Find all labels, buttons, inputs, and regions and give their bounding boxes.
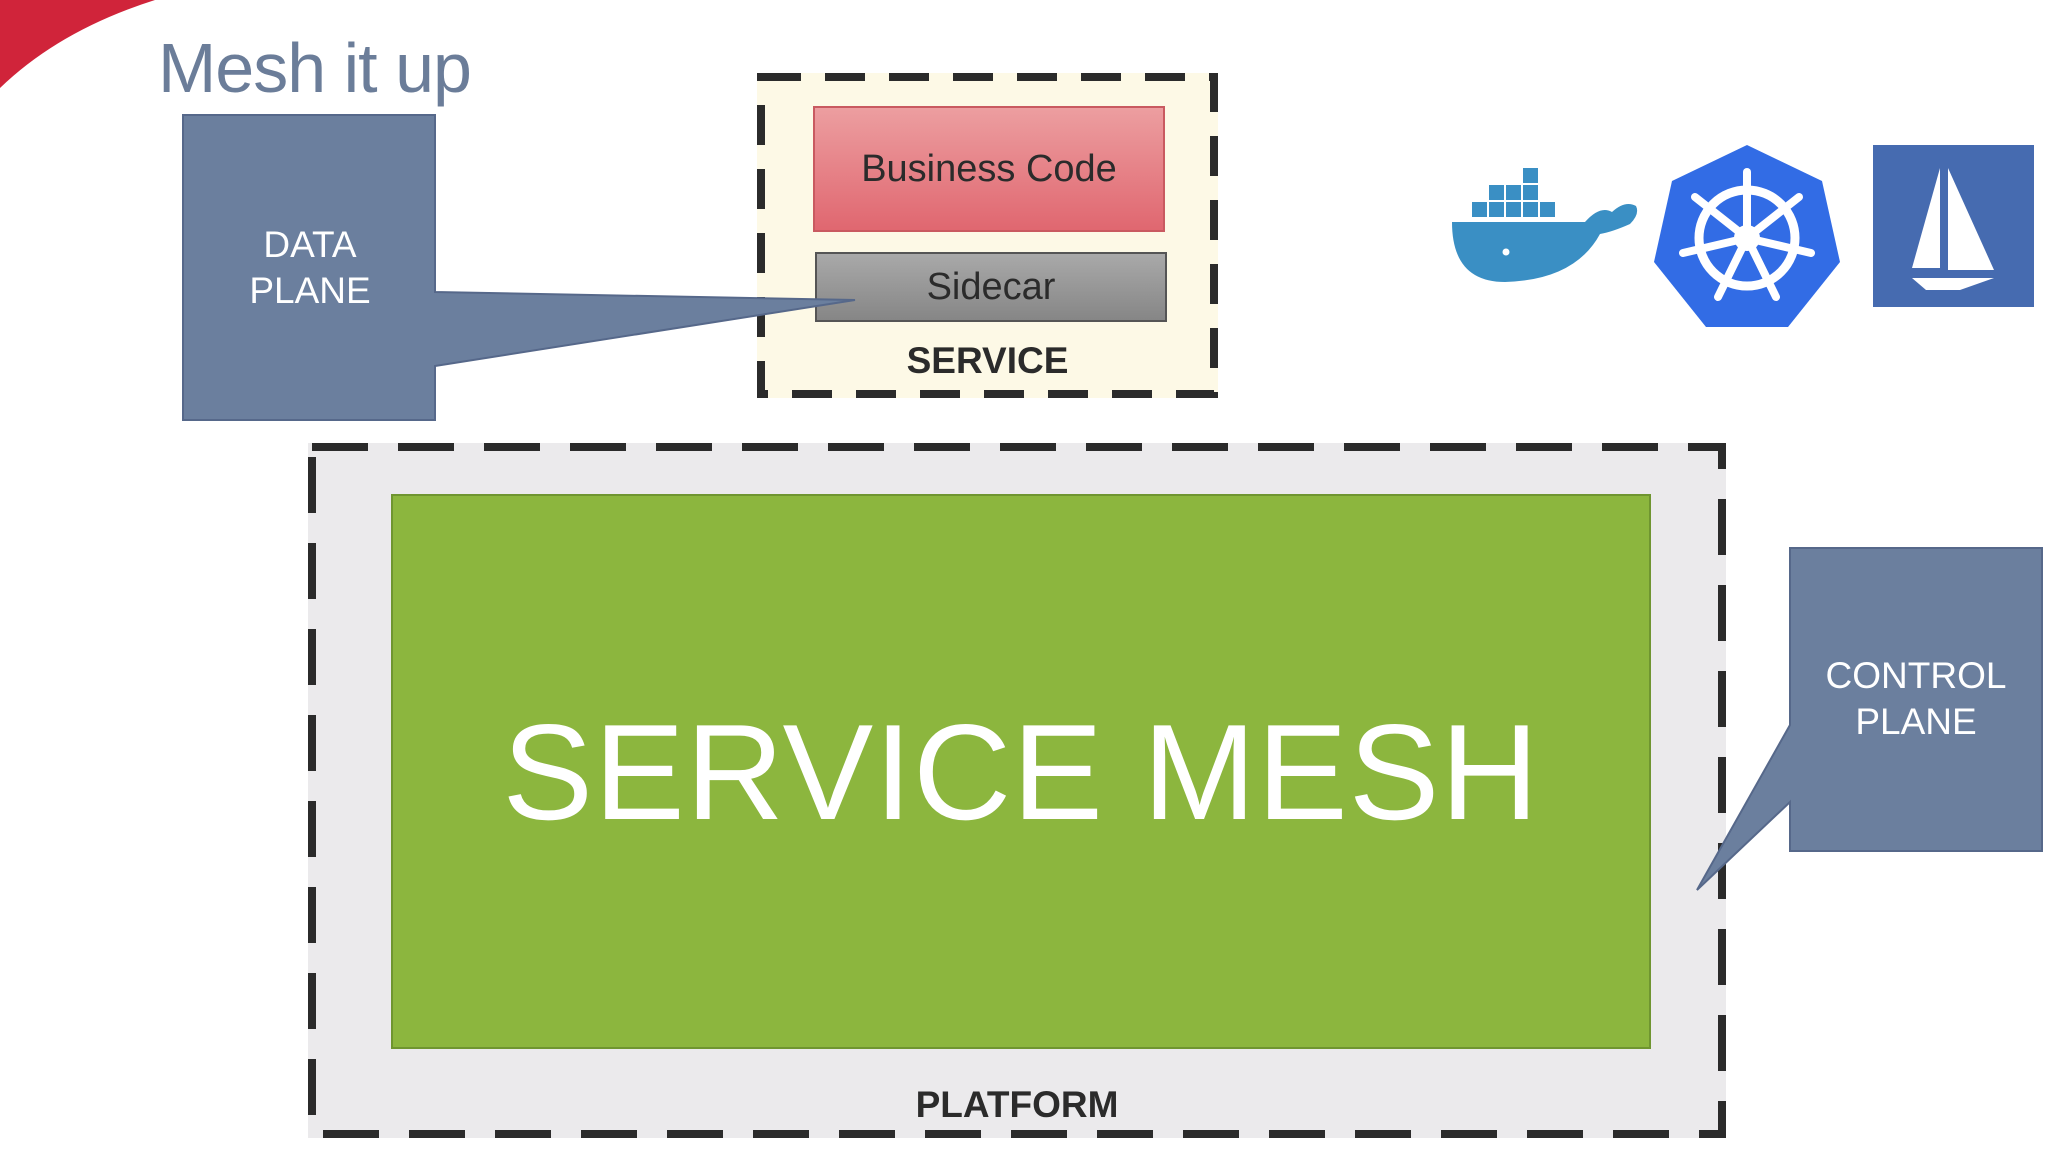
- control-plane-label: CONTROL PLANE: [1790, 653, 2042, 745]
- service-label: SERVICE: [906, 340, 1069, 381]
- service-dashed-border: [757, 73, 1218, 398]
- platform-label: PLATFORM: [915, 1084, 1119, 1125]
- platform-dashed-border: [308, 443, 1726, 1138]
- istio-logo-icon: [1873, 145, 2034, 307]
- sidecar-box: Sidecar: [815, 252, 1167, 322]
- kubernetes-logo-icon: [1654, 145, 1840, 327]
- data-plane-line1: DATA: [263, 224, 357, 265]
- docker-logo-icon: [1452, 168, 1638, 282]
- data-plane-label: DATA PLANE: [184, 222, 436, 314]
- service-mesh-box: SERVICE MESH: [391, 494, 1651, 1049]
- control-plane-line1: CONTROL: [1825, 655, 2007, 696]
- business-code-label: Business Code: [861, 147, 1117, 190]
- sidecar-label: Sidecar: [926, 265, 1056, 308]
- service-mesh-label: SERVICE MESH: [502, 695, 1540, 848]
- control-plane-line2: PLANE: [1855, 701, 1977, 742]
- slide-title: Mesh it up: [158, 29, 472, 107]
- business-code-box: Business Code: [813, 106, 1165, 232]
- corner-accent: [0, 0, 155, 88]
- data-plane-line2: PLANE: [249, 270, 371, 311]
